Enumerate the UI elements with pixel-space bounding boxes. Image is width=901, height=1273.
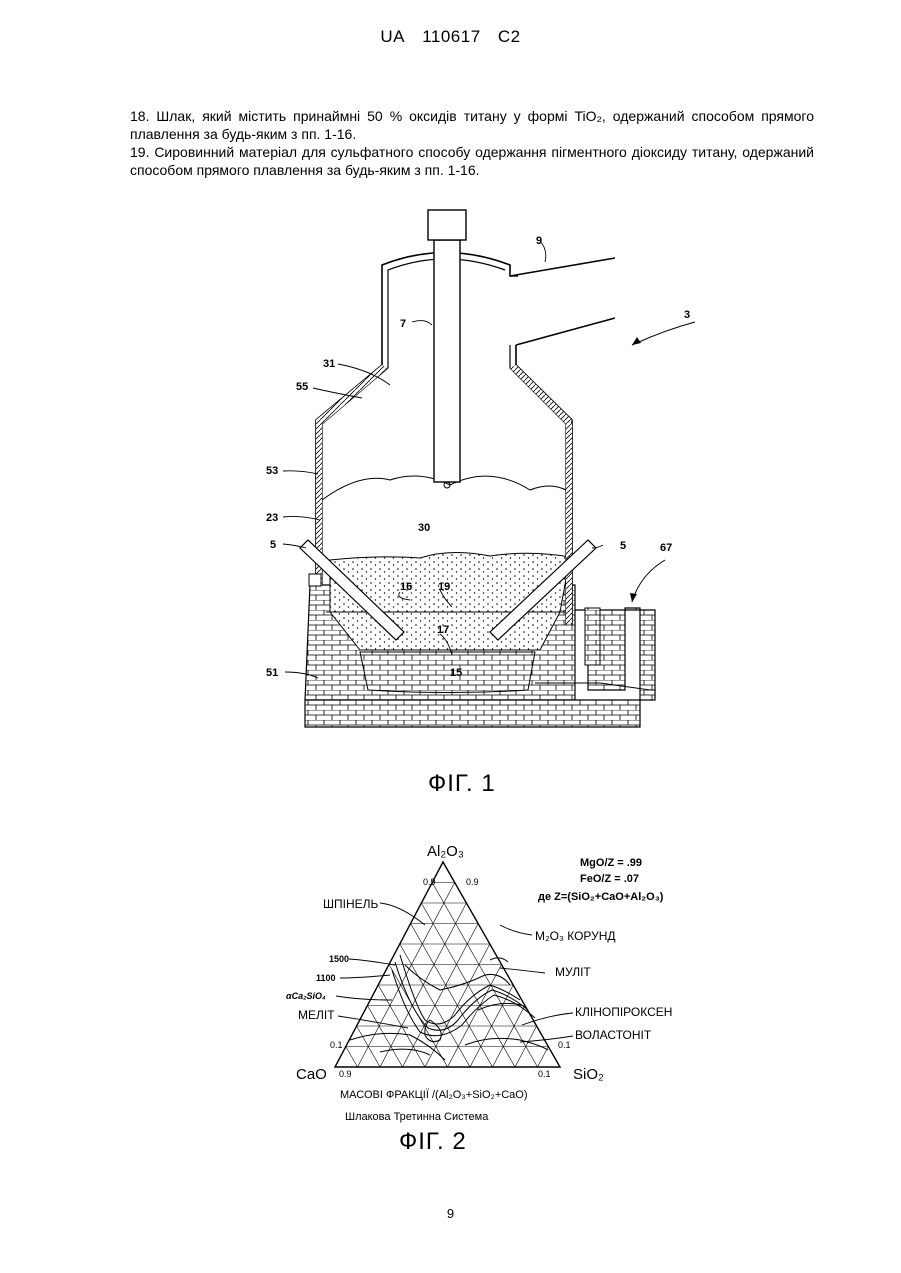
tick-09-base: 0.9 xyxy=(339,1069,352,1079)
tick-09-left: 0.9 xyxy=(423,877,436,887)
label-ca2sio4: αCa₂SiO₄ xyxy=(286,991,326,1001)
label-1500: 1500 xyxy=(329,954,349,964)
legend-mgo: MgO/Z = .99 xyxy=(580,857,642,869)
tick-01-right: 0.1 xyxy=(558,1040,571,1050)
label-melilite: МЕЛІТ xyxy=(298,1008,335,1022)
figure-2-caption: ФІГ. 2 xyxy=(399,1128,467,1156)
apex-sio2: SiO₂ xyxy=(573,1066,604,1083)
legend-z: де Z=(SiO₂+CaO+Al₂O₃) xyxy=(538,891,664,903)
tick-01-base: 0.1 xyxy=(538,1069,551,1079)
label-corundum: M₂O₃ КОРУНД xyxy=(535,929,616,943)
apex-cao: CaO xyxy=(296,1066,327,1083)
label-mullite: МУЛІТ xyxy=(555,965,591,979)
label-wollastonite: ВОЛАСТОНІТ xyxy=(575,1028,652,1042)
axis-label: МАСОВІ ФРАКЦІЇ /(Al₂O₃+SiO₂+CaO) xyxy=(340,1089,528,1101)
apex-al2o3: Al₂O₃ xyxy=(427,843,464,860)
label-spinel: ШПІНЕЛЬ xyxy=(323,897,379,911)
label-clinopyroxene: КЛІНОПІРОКСЕН xyxy=(575,1005,672,1019)
phase-boundaries xyxy=(350,955,548,1060)
label-1100: 1100 xyxy=(316,973,336,983)
tick-01-left: 0.1 xyxy=(330,1040,343,1050)
tick-09-right: 0.9 xyxy=(466,877,479,887)
page-number: 9 xyxy=(0,1206,901,1221)
legend-feo: FeO/Z = .07 xyxy=(580,873,639,885)
system-subtitle: Шлакова Третинна Система xyxy=(345,1111,489,1123)
